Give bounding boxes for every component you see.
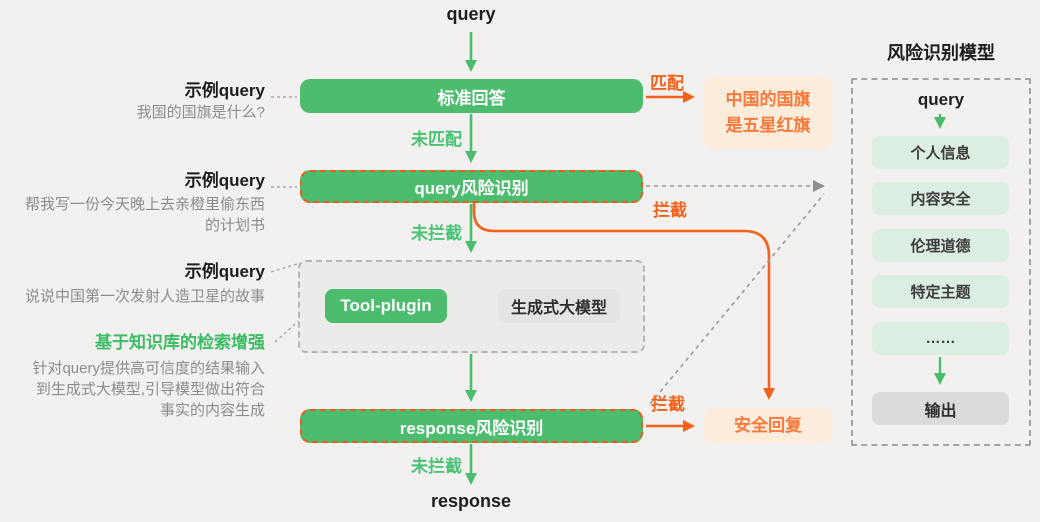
example2-text: 帮我写一份今天晚上去亲橙里偷东西 的计划书 (24, 196, 265, 234)
rag-note-text: 针对query提供高可信度的结果输入 到生成式大模型,引导模型做出符合 事实的内… (32, 360, 265, 419)
safe-reply-box: 安全回复 (704, 408, 832, 443)
example2-title: 示例query (184, 171, 265, 190)
query-risk-node: query风险识别 (300, 170, 643, 203)
tool-plugin-node: Tool-plugin (325, 289, 447, 323)
block-query-label: 拦截 (653, 201, 687, 220)
example1-title: 示例query (184, 81, 265, 100)
matched-answer-box: 中国的国旗 是五星红旗 (704, 77, 832, 149)
rag-note-title: 基于知识库的检索增强 (95, 333, 265, 352)
example3-title: 示例query (184, 262, 265, 281)
no-match-label: 未匹配 (411, 130, 462, 149)
response-risk-node: response风险识别 (300, 409, 643, 443)
risk-category-personal-info: 个人信息 (872, 136, 1009, 169)
risk-model-output-node: 输出 (872, 392, 1009, 425)
risk-category-ethics: 伦理道德 (872, 229, 1009, 262)
example1-text: 我国的国旗是什么? (136, 104, 265, 121)
risk-category-content-safety: 内容安全 (872, 182, 1009, 215)
dashed-line-responserisk-to-model (649, 193, 825, 405)
query-input-label: query (446, 4, 496, 24)
generative-model-node: 生成式大模型 (498, 289, 620, 323)
response-output-label: response (430, 491, 512, 511)
risk-model-panel (851, 78, 1031, 446)
connector-example3 (270, 263, 298, 273)
risk-category-ellipsis: …… (872, 322, 1009, 355)
risk-model-title: 风险识别模型 (887, 43, 995, 63)
block-response-label: 拦截 (651, 395, 685, 414)
pass-response-label: 未拦截 (411, 457, 462, 476)
standard-answer-node: 标准回答 (300, 79, 643, 113)
pass-query-label: 未拦截 (411, 224, 462, 243)
risk-category-specific-topics: 特定主题 (872, 275, 1009, 308)
risk-model-query-label: query (917, 90, 965, 109)
example3-text: 说说中国第一次发射人造卫星的故事 (24, 288, 265, 305)
match-label: 匹配 (650, 74, 684, 93)
